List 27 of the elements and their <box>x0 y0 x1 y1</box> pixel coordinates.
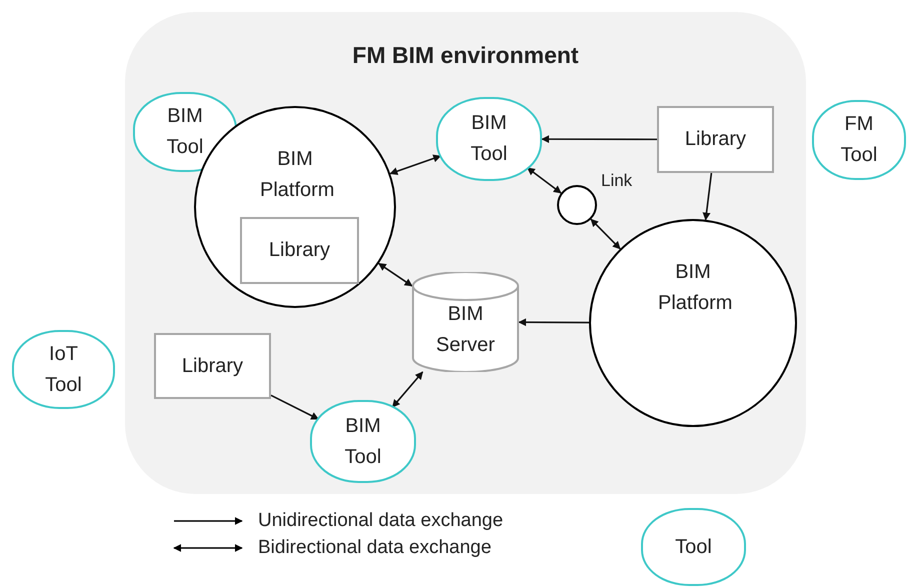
environment-panel <box>125 12 806 494</box>
arrow <box>526 167 562 194</box>
node-label: BIM Tool <box>166 104 204 160</box>
node-label: Library <box>268 238 330 263</box>
arrow <box>702 172 712 221</box>
arrow <box>590 218 621 250</box>
arrow <box>518 318 589 326</box>
group-label: FM BIM environment <box>352 41 579 70</box>
arrow <box>390 154 442 175</box>
legend-label: Unidirectional data exchange <box>258 510 504 532</box>
library-box <box>657 106 774 173</box>
arrow <box>541 135 657 144</box>
arrow <box>392 371 424 408</box>
node-label: IoT Tool <box>44 342 83 398</box>
library-box <box>240 217 359 284</box>
arrow <box>378 262 413 287</box>
node-label: BIM Server <box>435 302 496 358</box>
node-label: Library <box>182 354 244 378</box>
node-label: Library <box>684 127 746 152</box>
node-label: BIM Tool <box>344 414 382 470</box>
legend-label: Bidirectional data exchange <box>258 537 492 559</box>
arrow <box>270 394 320 420</box>
node-label: BIM Tool <box>470 111 508 167</box>
node-label: Tool <box>674 534 713 560</box>
library-box <box>154 333 271 399</box>
node-caption: Link <box>601 170 632 192</box>
node-label: FM Tool <box>840 112 878 168</box>
